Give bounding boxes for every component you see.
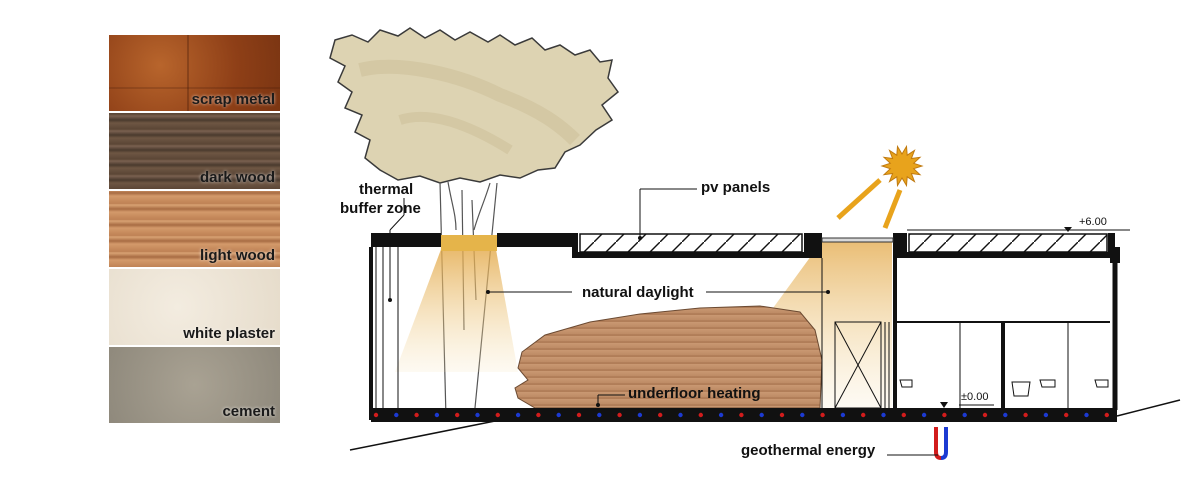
level-marker-floor (940, 402, 948, 408)
cement-swatch: cement (109, 347, 280, 423)
white-plaster-label: white plaster (183, 325, 275, 342)
buffer-zone-label: buffer zone (340, 200, 421, 217)
level-top-label: +6.00 (1079, 216, 1107, 228)
wood-volume (514, 305, 823, 409)
sun-ray-1 (836, 178, 882, 220)
dark-wood-swatch: dark wood (109, 113, 280, 189)
heating-pipe-dot (658, 412, 663, 418)
light-wood-swatch: light wood (109, 191, 280, 267)
scrap-metal-swatch: scrap metal (109, 35, 280, 111)
floor-slab (371, 408, 1117, 422)
heating-pipe-dot (1064, 412, 1069, 418)
cement-label: cement (222, 403, 275, 420)
level-floor-label: ±0.00 (961, 391, 988, 403)
roof (371, 233, 1120, 263)
heating-pipe-dot (455, 412, 460, 418)
heating-pipe-dot (982, 412, 988, 418)
heating-pipe-dot (718, 412, 724, 418)
thermal-label: thermal (359, 181, 413, 198)
dark-wood-label: dark wood (199, 169, 275, 186)
heating-pipe-dot (942, 412, 947, 418)
natural-daylight-label: natural daylight (582, 284, 694, 301)
heating-pipe-dot (800, 412, 805, 418)
tree-canopy (329, 27, 620, 184)
heating-pipe-dot (759, 412, 764, 418)
scrap-metal-label: scrap metal (191, 91, 275, 108)
pv-panels-label: pv panels (701, 179, 770, 196)
heating-pipe-dot (373, 412, 379, 418)
heating-pipe-dot (698, 412, 703, 418)
underfloor-heating-label: underfloor heating (628, 385, 761, 402)
heating-pipe-dot (779, 412, 785, 418)
heating-pipe-dot (637, 412, 643, 418)
heating-pipe-dot (597, 412, 602, 418)
pv-panel-right (908, 233, 1108, 253)
level-marker-top (1064, 227, 1072, 232)
heating-pipe-dot (414, 412, 419, 418)
walls (369, 247, 1118, 420)
heating-pipe-dot (1043, 412, 1049, 418)
ground-line (349, 419, 501, 451)
heating-pipe-dot (861, 412, 866, 418)
heating-pipe-dot (840, 412, 846, 418)
underfloor-heating-pipes (373, 412, 1110, 418)
sun-icon (880, 144, 924, 188)
heating-pipe-dot (881, 412, 886, 418)
heating-pipe-dot (556, 412, 561, 418)
daylight-beam-left (395, 244, 518, 372)
heating-pipe-dot (617, 412, 622, 418)
heating-pipe-dot (1023, 412, 1028, 418)
heating-pipe-dot (901, 412, 906, 418)
geothermal-pipe (934, 427, 948, 460)
heating-pipe-dot (434, 412, 440, 418)
heating-pipe-dot (820, 412, 825, 418)
light-wood-label: light wood (200, 247, 275, 264)
heating-pipe-dot (739, 412, 744, 418)
heating-pipe-dot (394, 412, 399, 418)
heating-pipe-dot (962, 412, 967, 418)
heating-pipe-dot (536, 412, 541, 418)
heating-pipe-dot (576, 412, 582, 418)
white-plaster-swatch: white plaster (109, 269, 280, 345)
heating-pipe-dot (1084, 412, 1089, 418)
heating-pipe-dot (921, 412, 927, 418)
heating-pipe-dot (495, 412, 500, 418)
heating-pipe-dot (1104, 412, 1110, 418)
sanitary-fixtures (899, 379, 1109, 397)
material-legend: scrap metal dark wood light wood white p… (109, 35, 280, 425)
pv-panel-left (579, 233, 803, 253)
heating-pipe-dot (678, 412, 683, 418)
heating-pipe-dot (1003, 412, 1008, 418)
roof-skylight-glazing (821, 237, 894, 243)
geothermal-energy-label: geothermal energy (741, 442, 876, 459)
heating-pipe-dot (515, 412, 521, 418)
sun-ray-2 (882, 189, 903, 229)
skylight-opening (441, 235, 497, 251)
heating-pipe-dot (475, 412, 480, 418)
